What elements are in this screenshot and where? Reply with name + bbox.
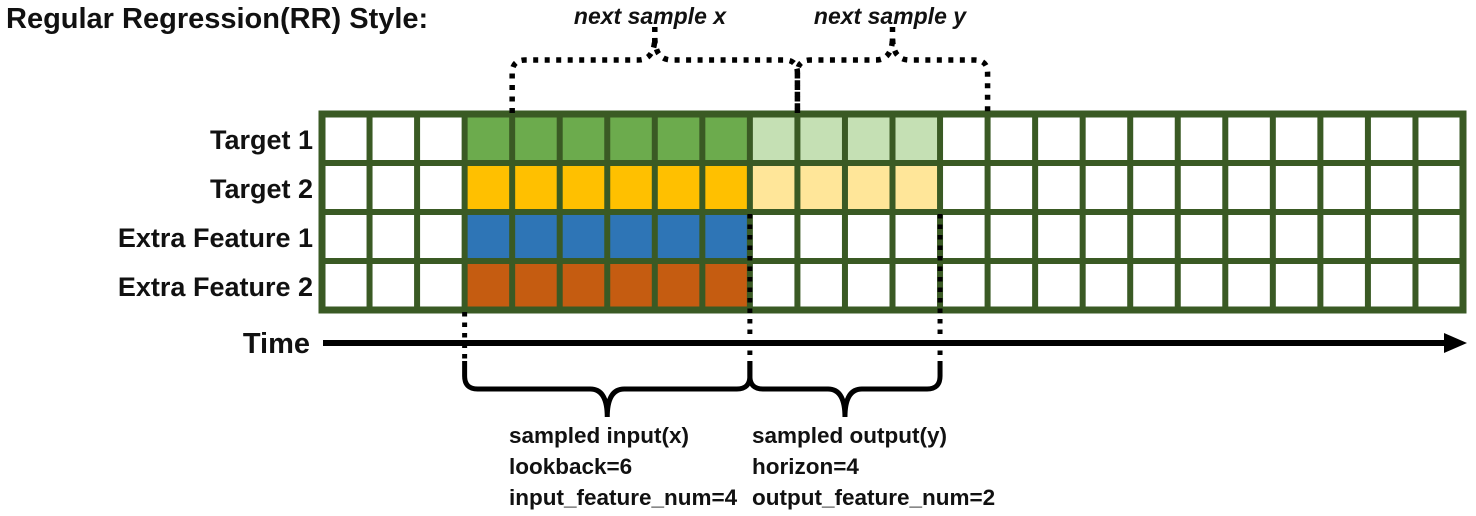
- page-title: Regular Regression(RR) Style:: [6, 3, 429, 35]
- next-sample-y-brace: [794, 36, 991, 113]
- output-feature-num-line: output_feature_num=2: [752, 485, 996, 510]
- input-cell: [512, 114, 560, 163]
- input-cell: [464, 163, 513, 212]
- next-sample-x-label: next sample x: [573, 3, 727, 29]
- grid-border: [318, 110, 1467, 314]
- input-cell: [654, 114, 703, 163]
- input-cell: [702, 261, 750, 310]
- sampled-input-line: sampled input(x): [509, 423, 690, 448]
- grid-lines: [322, 114, 1463, 310]
- input-cell: [702, 212, 750, 261]
- input-cell: [654, 261, 703, 310]
- output-cell: [844, 114, 893, 163]
- input-cell: [512, 163, 560, 212]
- sampled-output-annotation: sampled output(y) horizon=4 output_featu…: [752, 420, 995, 513]
- sampled-output-line: sampled output(y): [752, 423, 947, 448]
- input-cell: [512, 261, 560, 310]
- input-cell: [512, 212, 560, 261]
- row-label-target-1: Target 1: [209, 125, 313, 155]
- output-cell: [844, 163, 893, 212]
- time-arrow-head: [1444, 333, 1467, 353]
- input-cell: [559, 261, 608, 310]
- input-cell: [607, 114, 655, 163]
- next-sample-x-brace: [509, 36, 801, 113]
- input-cell: [464, 212, 513, 261]
- output-cell: [892, 114, 941, 163]
- output-cell: [797, 114, 845, 163]
- horizon-line: horizon=4: [752, 454, 859, 479]
- input-cell: [464, 261, 513, 310]
- lookback-line: lookback=6: [509, 454, 633, 479]
- input-cell: [654, 212, 703, 261]
- input-cell: [607, 261, 655, 310]
- output-cell: [892, 163, 941, 212]
- output-cell: [749, 163, 798, 212]
- input-cell: [607, 212, 655, 261]
- output-cell: [749, 114, 798, 163]
- input-cell: [559, 163, 608, 212]
- row-label-target-2: Target 2: [209, 174, 313, 204]
- input-cell: [559, 114, 608, 163]
- row-label-extra-feature-2: Extra Feature 2: [117, 272, 313, 302]
- next-sample-y-label: next sample y: [813, 3, 967, 29]
- sampled-input-annotation: sampled input(x) lookback=6 input_featur…: [509, 420, 737, 513]
- input-cell: [654, 163, 703, 212]
- time-axis-label: Time: [242, 328, 310, 360]
- input-cell: [559, 212, 608, 261]
- input-cell: [464, 114, 513, 163]
- input-feature-num-line: input_feature_num=4: [509, 485, 738, 510]
- input-cell: [702, 163, 750, 212]
- input-cell: [607, 163, 655, 212]
- output-cell: [797, 163, 845, 212]
- row-label-extra-feature-1: Extra Feature 1: [117, 223, 313, 253]
- input-cell: [702, 114, 750, 163]
- sampled-output-brace: [747, 361, 943, 418]
- sampled-input-brace: [462, 361, 753, 418]
